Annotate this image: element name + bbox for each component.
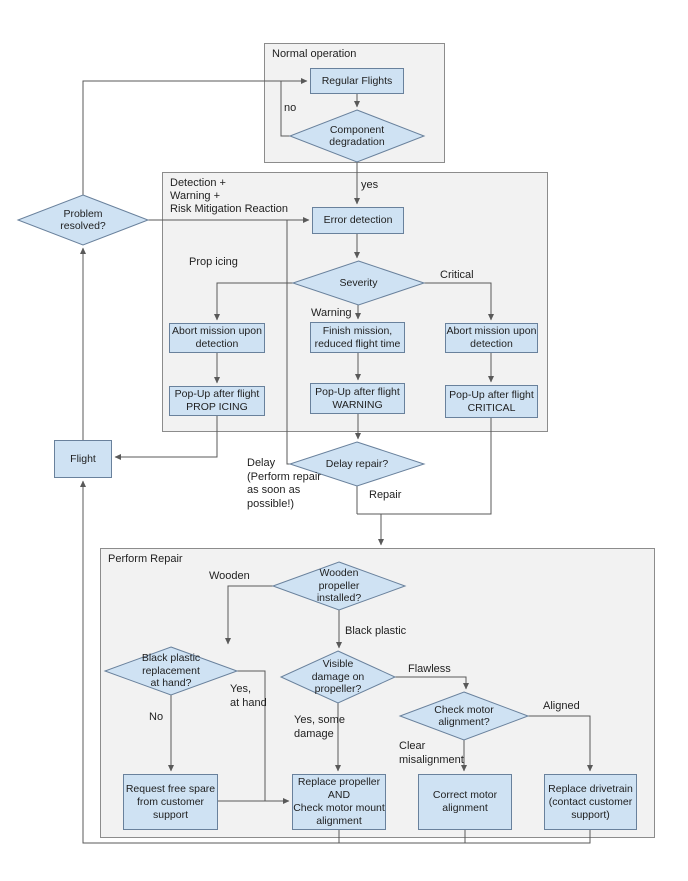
- process-replace-drivetrain: Replace drivetrain (contact customer sup…: [544, 774, 637, 830]
- diamond-shape-icon: [290, 442, 424, 486]
- diamond-shape-icon: [281, 651, 395, 703]
- edge-label-delay-note: Delay (Perform repair as soon as possibl…: [247, 457, 321, 510]
- process-abort-mission-critical: Abort mission upon detection: [445, 323, 538, 353]
- decision-label: Delay repair?: [325, 457, 389, 470]
- process-regular-flights: Regular Flights: [310, 68, 404, 94]
- process-request-spare: Request free spare from customer support: [123, 774, 218, 830]
- edge-aligned-branch: [528, 715, 593, 772]
- diamond-shape-icon: [293, 261, 424, 305]
- decision-label: Wooden propeller installed?: [316, 567, 362, 605]
- edge-label-no: no: [284, 102, 297, 114]
- edge-label-clear-misalignment: Clear misalignment: [399, 740, 464, 766]
- process-popup-critical: Pop-Up after flight CRITICAL: [445, 385, 538, 418]
- diamond-shape-icon: [105, 647, 237, 695]
- process-flight: Flight: [54, 440, 112, 478]
- edge-label-warning: Warning: [311, 307, 352, 319]
- diamond-shape-icon: [290, 110, 424, 162]
- decision-problem-resolved: Problem resolved?: [18, 195, 148, 245]
- edge-delay-branch: [286, 220, 290, 465]
- edge-label-prop-icing: Prop icing: [189, 256, 238, 268]
- process-popup-prop-icing: Pop-Up after flight PROP ICING: [169, 386, 265, 416]
- edge-yes-at-hand-branch: [237, 670, 266, 801]
- decision-label: Problem resolved?: [60, 207, 106, 233]
- edge-feedback-to-flight: [80, 480, 591, 844]
- process-error-detection: Error detection: [312, 207, 404, 234]
- edge-severity-critical: [424, 282, 494, 321]
- edge-label-yes-some-damage: Yes, some damage: [294, 714, 345, 740]
- edge-label-aligned: Aligned: [543, 700, 580, 712]
- process-correct-motor: Correct motor alignment: [418, 774, 512, 830]
- edge-degradation-no-branch: [280, 81, 290, 137]
- decision-severity: Severity: [293, 261, 424, 305]
- edge-popup-critical-merge: [357, 418, 492, 515]
- decision-delay-repair: Delay repair?: [290, 442, 424, 486]
- edge-label-black-plastic: Black plastic: [345, 625, 407, 637]
- process-abort-mission-prop-icing: Abort mission upon detection: [169, 323, 265, 353]
- edge-problem-resolved-to-regular-flights: [82, 78, 308, 195]
- decision-label: Severity: [339, 276, 378, 289]
- decision-label: Black plastic replacement at hand?: [141, 652, 201, 690]
- edge-severity-prop-icing: [214, 282, 293, 321]
- edge-label-yes-at-hand: Yes, at hand: [230, 683, 267, 709]
- edge-label-flawless: Flawless: [408, 663, 451, 675]
- diamond-shape-icon: [400, 692, 528, 740]
- container-normal-operation-title: Normal operation: [272, 48, 357, 60]
- edge-flawless-branch: [395, 676, 469, 690]
- edge-wooden-branch: [225, 585, 273, 645]
- decision-label: Visible damage on propeller?: [311, 658, 365, 696]
- edge-popup-prop-to-flight: [114, 416, 218, 460]
- decision-visible-damage: Visible damage on propeller?: [281, 651, 395, 703]
- decision-label: Check motor alignment?: [434, 703, 494, 729]
- decision-label: Component degradation: [329, 123, 385, 149]
- process-popup-warning: Pop-Up after flight WARNING: [310, 383, 405, 414]
- diamond-shape-icon: [18, 195, 148, 245]
- process-finish-mission: Finish mission, reduced flight time: [310, 322, 405, 353]
- edge-label-no-spare: No: [149, 711, 164, 723]
- diamond-shape-icon: [273, 562, 405, 610]
- process-replace-propeller: Replace propeller AND Check motor mount …: [292, 774, 386, 830]
- container-perform-repair-title: Perform Repair: [108, 553, 183, 565]
- decision-component-degradation: Component degradation: [290, 110, 424, 162]
- decision-check-motor-alignment: Check motor alignment?: [400, 692, 528, 740]
- edge-label-repair: Repair: [369, 489, 402, 501]
- decision-wooden-propeller: Wooden propeller installed?: [273, 562, 405, 610]
- decision-black-plastic-replacement: Black plastic replacement at hand?: [105, 647, 237, 695]
- edge-label-critical: Critical: [440, 269, 474, 281]
- edge-label-yes: yes: [361, 179, 379, 191]
- container-detection-warning-title: Detection + Warning + Risk Mitigation Re…: [170, 177, 288, 215]
- edge-label-wooden: Wooden: [209, 570, 250, 582]
